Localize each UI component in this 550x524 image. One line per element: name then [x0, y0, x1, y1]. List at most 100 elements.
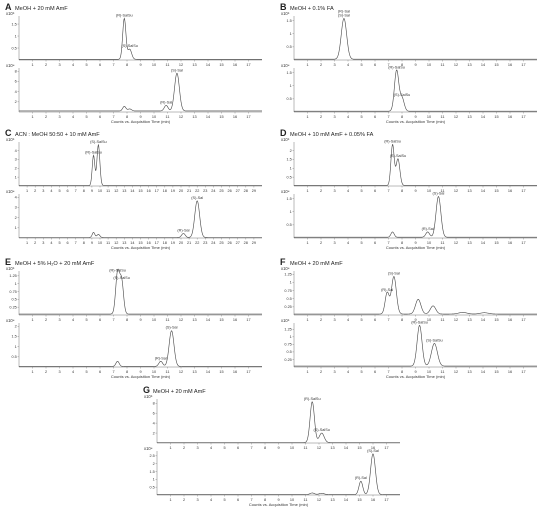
- x-tick-label: 8: [83, 189, 85, 193]
- panel-condition: MeOH + 0.1% FA: [290, 6, 334, 12]
- y-exponent-label: x10⁴: [6, 318, 15, 323]
- y-tick-label: 1: [15, 226, 17, 230]
- y-tick-label: 0.5: [287, 45, 292, 49]
- peak-label: (R)-Sal: [155, 356, 167, 360]
- x-tick-label: 15: [219, 115, 223, 119]
- y-tick-label: 1: [153, 478, 155, 482]
- y-tick-label: 1: [290, 210, 292, 214]
- x-tick-label: 6: [374, 241, 376, 245]
- y-tick-label: 0.5: [12, 355, 17, 359]
- x-tick-label: 17: [521, 318, 525, 322]
- x-tick-label: 10: [290, 498, 294, 502]
- x-tick-label: 2: [45, 115, 47, 119]
- x-tick-label: 9: [139, 318, 141, 322]
- x-tick-label: 20: [179, 241, 183, 245]
- x-tick-label: 17: [155, 241, 159, 245]
- x-tick-label: 8: [401, 318, 403, 322]
- x-tick-label: 9: [139, 63, 141, 67]
- x-tick-label: 26: [227, 189, 231, 193]
- x-tick-label: 13: [192, 318, 196, 322]
- x-tick-label: 4: [347, 241, 349, 245]
- x-tick-label: 12: [317, 446, 321, 450]
- y-exponent-label: x10⁵: [281, 318, 290, 323]
- x-tick-label: 2: [45, 63, 47, 67]
- peak-label: (R)-Sal: [160, 100, 172, 104]
- y-tick-label: 1: [290, 32, 292, 36]
- x-tick-label: 1: [306, 115, 308, 119]
- x-tick-label: 11: [166, 63, 170, 67]
- x-tick-label: 4: [50, 241, 52, 245]
- y-tick-label: 2: [15, 167, 17, 171]
- x-tick-label: 11: [304, 498, 308, 502]
- x-tick-label: 11: [106, 189, 110, 193]
- y-tick-label: 0.25: [284, 305, 291, 309]
- chromatogram-line: [294, 196, 537, 238]
- x-tick-label: 16: [508, 115, 512, 119]
- x-tick-label: 6: [67, 241, 69, 245]
- panel-letter: E: [5, 257, 11, 267]
- x-axis-title: Counts vs. Acquisition Time (min): [111, 119, 171, 124]
- x-tick-label: 18: [163, 241, 167, 245]
- y-tick-label: 0.5: [287, 97, 292, 101]
- peak-label: (R)-Sal: [422, 227, 434, 231]
- x-tick-label: 17: [521, 241, 525, 245]
- x-tick-label: 14: [481, 189, 485, 193]
- peak-label: (R)-Sal: [177, 228, 189, 232]
- x-tick-label: 3: [58, 318, 60, 322]
- x-tick-label: 4: [72, 115, 74, 119]
- x-tick-label: 5: [223, 498, 225, 502]
- x-tick-label: 4: [347, 318, 349, 322]
- x-tick-label: 1: [169, 446, 171, 450]
- x-tick-label: 20: [179, 189, 183, 193]
- y-tick-label: 8: [153, 402, 155, 406]
- x-axis-title: Counts vs. Acquisition Time (min): [386, 245, 446, 250]
- y-tick-label: 0.5: [287, 175, 292, 179]
- x-tick-label: 21: [187, 241, 191, 245]
- chromatogram-line: [19, 72, 262, 112]
- x-tick-label: 10: [152, 370, 156, 374]
- y-exponent-label: x10⁴: [281, 189, 290, 194]
- panel-letter: B: [280, 2, 287, 12]
- x-tick-label: 11: [441, 115, 445, 119]
- x-tick-label: 8: [126, 370, 128, 374]
- x-tick-label: 12: [114, 241, 118, 245]
- x-tick-label: 16: [233, 115, 237, 119]
- x-tick-label: 5: [58, 189, 60, 193]
- x-tick-label: 10: [427, 189, 431, 193]
- x-tick-label: 10: [290, 446, 294, 450]
- x-tick-label: 15: [138, 189, 142, 193]
- x-tick-label: 15: [219, 370, 223, 374]
- panel-letter: D: [280, 128, 287, 138]
- y-tick-label: 1: [290, 167, 292, 171]
- x-tick-label: 4: [50, 189, 52, 193]
- x-tick-label: 2: [320, 318, 322, 322]
- x-tick-label: 17: [246, 318, 250, 322]
- chromatogram-line: [294, 18, 537, 60]
- x-tick-label: 5: [85, 115, 87, 119]
- y-tick-label: 3: [15, 158, 17, 162]
- peak-label: (R)-SalSu: [384, 140, 401, 144]
- x-tick-label: 8: [83, 241, 85, 245]
- x-tick-label: 13: [467, 63, 471, 67]
- x-tick-label: 17: [384, 446, 388, 450]
- chromatogram-line: [157, 401, 400, 443]
- x-tick-label: 16: [508, 370, 512, 374]
- y-tick-label: 0.75: [284, 343, 291, 347]
- x-tick-label: 9: [139, 370, 141, 374]
- y-tick-label: 0.5: [287, 223, 292, 227]
- y-tick-label: 4: [15, 90, 17, 94]
- x-tick-label: 12: [454, 318, 458, 322]
- x-tick-label: 12: [179, 318, 183, 322]
- x-tick-label: 14: [206, 63, 210, 67]
- x-tick-label: 28: [244, 241, 248, 245]
- x-tick-label: 3: [58, 370, 60, 374]
- x-tick-label: 8: [401, 241, 403, 245]
- y-tick-label: 1.25: [9, 274, 16, 278]
- peak-label: (R)-Sal(S)-Sal: [338, 9, 350, 17]
- panel-letter: A: [5, 2, 12, 12]
